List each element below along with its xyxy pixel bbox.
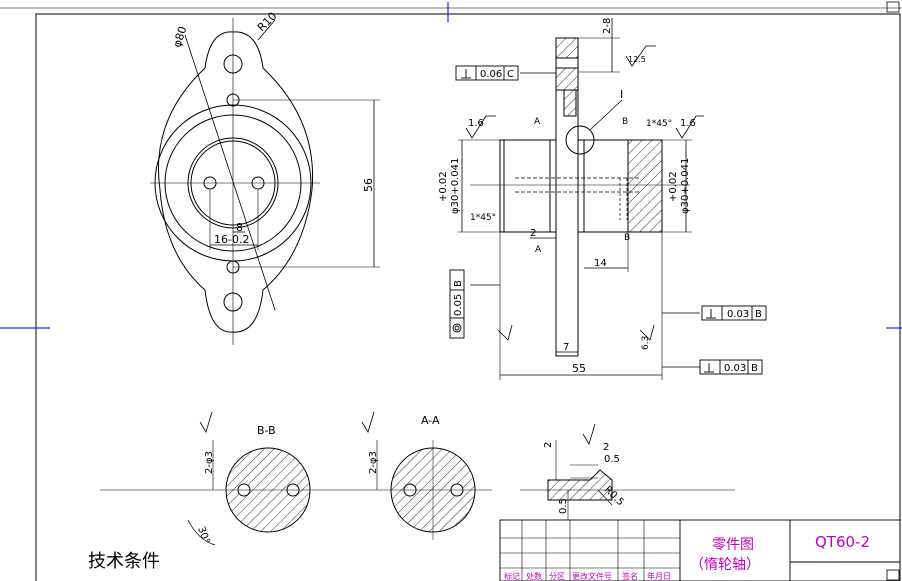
bb-30deg: 30°	[195, 525, 211, 545]
detail-d05b: 0.5	[558, 498, 569, 514]
dim-16: 16-0.2	[214, 233, 249, 246]
part-drawing-label: 零件图	[712, 537, 754, 553]
gdt-conc-value: 0.05	[453, 294, 464, 316]
dim-56: 56	[362, 178, 375, 192]
title-block-headers: 标记 处数 分区 更改文件号 签名 年月日	[504, 571, 671, 581]
section-b-bottom: B	[624, 233, 630, 243]
section-b-top: B	[622, 117, 628, 127]
dim-phi30-upper-left: +0.02	[438, 171, 449, 202]
dim-55: 55	[572, 362, 586, 375]
surface-finish-symbols	[199, 45, 704, 445]
dim-2-8: 2-8	[602, 18, 613, 34]
gdt-perp-b2-datum: B	[751, 363, 758, 374]
aa-label: A-A	[421, 414, 440, 427]
drawing-code: QT60-2	[815, 533, 870, 551]
ra-16-left: 1.6	[468, 118, 484, 129]
gdt-perp-b1-value: 0.03	[727, 309, 749, 320]
dim-r10: R10	[255, 10, 279, 34]
tb-header-date: 年月日	[647, 571, 671, 581]
ra-125: 12.5	[628, 55, 646, 64]
gdt-perp-c-value: 0.06	[480, 69, 502, 80]
dim-2: 2	[530, 228, 536, 239]
tb-header-sign: 签名	[622, 571, 638, 581]
section-bb-view	[100, 440, 330, 546]
ra-63: 6.3	[641, 336, 651, 350]
bb-2phi3: 2-φ3	[204, 451, 215, 474]
tech-requirements-title: 技术条件	[88, 551, 160, 572]
bb-label: B-B	[257, 424, 276, 437]
ra-16-right: 1.6	[680, 118, 696, 129]
detail-d2a: 2	[543, 442, 554, 448]
chamfer-left: 1*45°	[470, 213, 496, 223]
flange-top-view	[150, 18, 380, 345]
tb-header-mark: 标记	[504, 571, 520, 581]
gdt-perp-b1-datum: B	[755, 309, 762, 320]
dim-14: 14	[594, 258, 607, 269]
shaft-section-view	[458, 18, 700, 380]
part-name: （惰轮轴）	[690, 557, 760, 573]
dim-phi80: φ80	[170, 25, 189, 49]
aa-2phi3: 2-φ3	[368, 451, 379, 474]
section-aa-view	[330, 440, 492, 540]
section-a-top: A	[534, 117, 541, 127]
section-a-bottom: A	[535, 245, 542, 255]
gdt-perp-c-datum: C	[507, 69, 514, 80]
dim-phi30-lower-right: φ30+0.041	[680, 158, 691, 214]
detail-i-view	[520, 440, 735, 520]
gdt-conc-datum: B	[453, 280, 464, 287]
tb-header-zone: 分区	[549, 572, 565, 581]
dim-phi30-upper-right: +0.02	[668, 171, 679, 202]
chamfer-right: 1*45°	[646, 119, 672, 129]
tb-header-change: 更改文件号	[572, 571, 612, 581]
gdt-frames	[449, 65, 767, 375]
dim-8: 8	[236, 221, 243, 234]
dim-7: 7	[563, 342, 569, 353]
detail-d2b: 2	[603, 442, 609, 453]
dim-phi30-lower-left: φ30+0.041	[450, 158, 461, 214]
sheet-border	[35, 13, 901, 581]
tb-header-count: 处数	[526, 571, 542, 581]
detail-i-label: I	[620, 88, 623, 101]
detail-d05a: 0.5	[604, 454, 620, 465]
title-block	[499, 519, 901, 581]
gdt-perp-b2-value: 0.03	[724, 363, 746, 374]
